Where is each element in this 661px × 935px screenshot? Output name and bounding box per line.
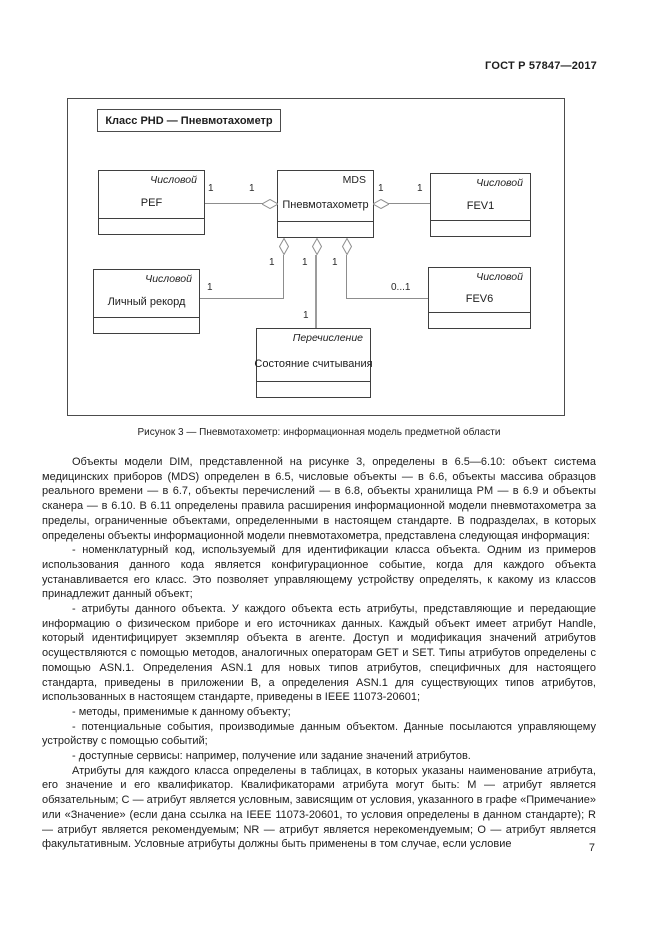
aggregation-diamond-bottom-left xyxy=(279,238,289,255)
multiplicity-label: 1 xyxy=(302,257,308,268)
class-box-fev6: Числовой FEV6 xyxy=(428,267,531,329)
class-name: FEV1 xyxy=(466,199,495,212)
figure-caption: Рисунок 3 — Пневмотахометр: информационн… xyxy=(137,427,501,438)
multiplicity-label: 0...1 xyxy=(391,282,411,293)
connector-mds-reading-status xyxy=(315,255,317,328)
multiplicity-label: 1 xyxy=(332,257,338,268)
connector-mds-fev6-vertical xyxy=(346,255,347,299)
page-number: 7 xyxy=(588,842,595,854)
aggregation-diamond-bottom-mid xyxy=(312,238,322,255)
multiplicity-label: 1 xyxy=(378,183,384,194)
bullet-methods: - методы, применимые к данному объекту; xyxy=(72,705,291,718)
class-empty-compartment xyxy=(99,218,204,234)
multiplicity-label: 1 xyxy=(208,183,214,194)
class-name: Состояние считывания xyxy=(254,357,373,370)
class-name: Личный рекорд xyxy=(107,296,186,308)
multiplicity-label: 1 xyxy=(303,310,309,321)
multiplicity-label: 1 xyxy=(269,257,275,268)
aggregation-diamond-left xyxy=(262,199,278,209)
class-stereotype: Числовой xyxy=(150,174,197,186)
class-box-mds: MDS Пневмотахометр xyxy=(277,170,374,238)
class-stereotype: Перечисление xyxy=(292,332,363,344)
class-box-reading-status: Перечисление Состояние считывания xyxy=(254,328,373,398)
aggregation-diamond-bottom-right xyxy=(342,238,352,255)
class-name: FEV6 xyxy=(465,292,494,305)
class-empty-compartment xyxy=(278,221,373,237)
connector-mds-fev1 xyxy=(388,203,430,204)
figure-diagram: Класс PHD — Пневмотахометр Числовой PEF … xyxy=(67,98,565,416)
multiplicity-label: 1 xyxy=(417,183,423,194)
document-code: ГОСТ Р 57847—2017 xyxy=(485,60,597,72)
class-box-pef: Числовой PEF xyxy=(98,170,205,235)
bullet-events: - потенциальные события, производимые да… xyxy=(42,720,596,748)
class-stereotype: Числовой xyxy=(145,273,192,285)
class-empty-compartment xyxy=(431,220,530,236)
class-empty-compartment xyxy=(429,312,530,328)
aggregation-diamond-right xyxy=(373,199,389,209)
class-stereotype: MDS xyxy=(342,174,366,186)
class-stereotype: Числовой xyxy=(476,271,523,283)
class-empty-compartment xyxy=(94,317,199,333)
diagram-title-box: Класс PHD — Пневмотахометр xyxy=(97,109,281,132)
class-box-fev1: Числовой FEV1 xyxy=(430,173,531,237)
connector-pef-mds xyxy=(205,203,264,204)
multiplicity-label: 1 xyxy=(207,282,213,293)
class-empty-compartment xyxy=(257,381,370,397)
bullet-nomenclature-code: - номенклатурный код, используемый для и… xyxy=(42,544,596,601)
class-name: PEF xyxy=(140,197,163,209)
connector-mds-personal-horizontal xyxy=(200,298,284,299)
connector-mds-fev6-horizontal xyxy=(346,298,428,299)
class-stereotype: Числовой xyxy=(476,177,523,189)
bullet-attributes: - атрибуты данного объекта. У каждого об… xyxy=(42,603,596,704)
paragraph-intro: Объекты модели DIM, представленной на ри… xyxy=(42,456,596,542)
multiplicity-label: 1 xyxy=(249,183,255,194)
body-text: Объекты модели DIM, представленной на ри… xyxy=(42,455,596,852)
connector-mds-personal-vertical xyxy=(283,255,284,299)
paragraph-qualifiers: Атрибуты для каждого класса определены в… xyxy=(42,764,596,851)
class-name: Пневмотахометр xyxy=(282,198,369,211)
class-box-personal-record: Числовой Личный рекорд xyxy=(93,269,200,334)
bullet-services: - доступные сервисы: например, получение… xyxy=(72,750,471,763)
